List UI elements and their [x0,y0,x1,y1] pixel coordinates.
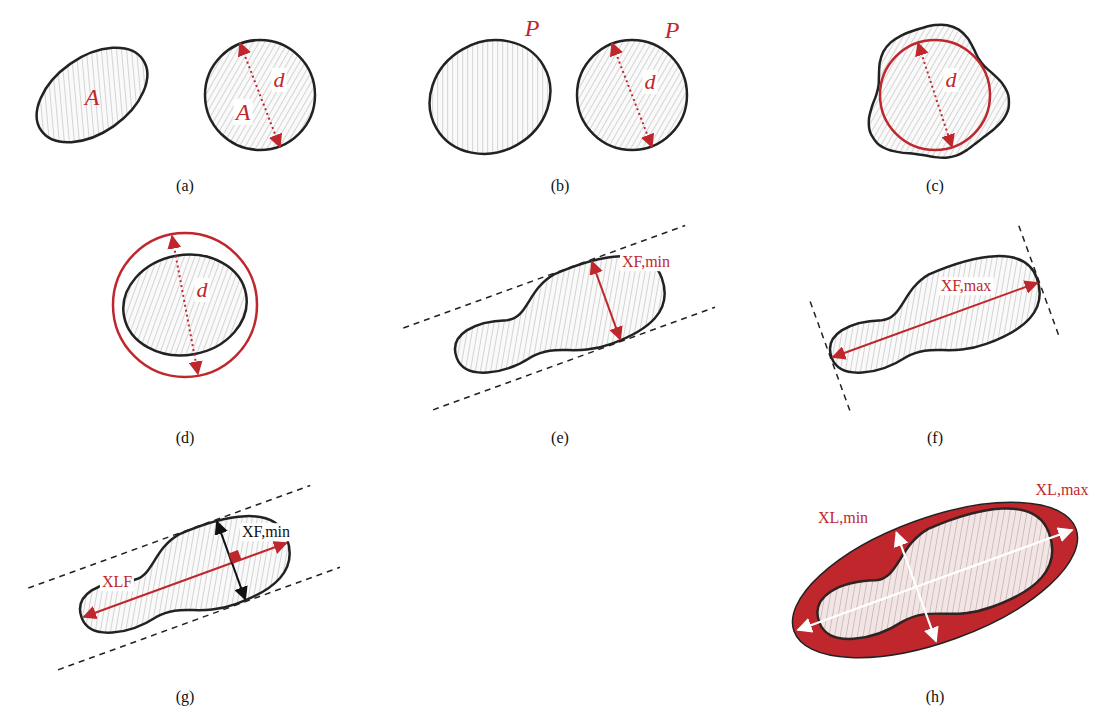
particle [409,18,571,175]
measure-label: A [85,84,100,110]
length-arrow [84,543,287,617]
feret-arrow [592,262,620,340]
panel-label: (c) [926,177,944,195]
tangent-line [403,225,685,328]
equivalent-circle [205,40,315,150]
tangent-line [58,567,340,670]
tangent-line [810,302,851,415]
measure-label: d [944,68,959,92]
inscribed-circle [880,40,990,150]
measure-label: XL,max [1036,481,1089,499]
measure-label: XF,max [939,277,994,295]
major-axis-arrow [798,530,1072,630]
particle [66,500,302,656]
measure-label: XF,min [620,253,672,271]
panel-label: (d) [176,429,195,447]
panel-label: XF,min [240,523,292,541]
panel-label: (e) [551,429,569,447]
measure-label: d [272,68,287,92]
measure-label: d [195,278,210,302]
equivalent-circle [577,40,687,150]
equivalent-ellipse [773,470,1097,689]
tangent-line [433,307,715,410]
tangent-line [28,485,310,588]
panel-label: (h) [926,688,945,706]
feret-arrow [833,283,1038,358]
panel-label: (f) [927,429,943,447]
measure-label: d [643,70,658,94]
measure-label: XL,min [818,509,868,527]
panel-label: (g) [176,688,195,706]
particle [816,240,1052,396]
diameter-arrow [240,43,280,147]
tangent-line [1019,226,1060,339]
measure-label: P [665,17,680,43]
particle [802,490,1066,664]
measure-label: A [234,99,253,125]
panel-label: (b) [551,177,570,195]
diameter-arrow [918,43,952,147]
minor-axis-arrow [896,532,936,641]
circumscribed-circle [113,233,257,377]
particle [19,28,164,161]
panel-label: (a) [176,177,194,195]
diameter-arrow [612,43,652,147]
measure-label: XLF [100,573,134,591]
diameter-arrow [172,236,198,374]
measure-label: P [525,15,540,41]
particle [869,25,1009,158]
particle [441,240,677,396]
right-angle-mark [229,550,242,563]
